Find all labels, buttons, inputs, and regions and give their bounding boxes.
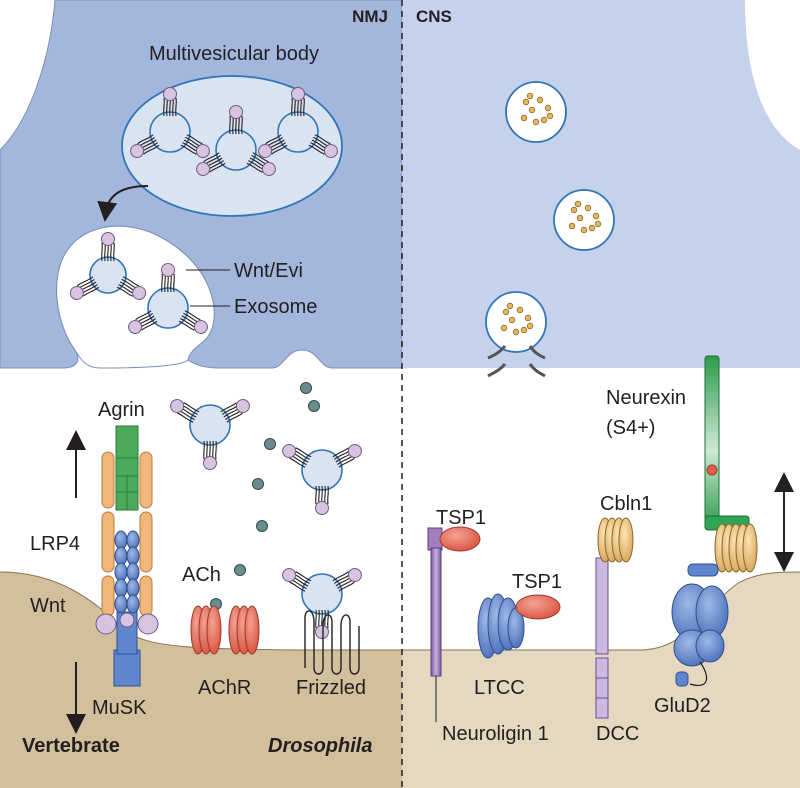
frizzled xyxy=(304,610,360,675)
ach-dot xyxy=(234,564,246,576)
vertebrate-label: Vertebrate xyxy=(22,735,120,757)
musk-ig-domains xyxy=(114,530,140,614)
released-exosome-1 xyxy=(170,399,250,470)
ach-dot xyxy=(252,478,264,490)
tsp1-a xyxy=(439,526,481,552)
cns-vesicle-docked xyxy=(485,291,547,353)
wnt-ball-right xyxy=(137,613,159,635)
secretion-arrow xyxy=(97,185,149,222)
released-exosome-3 xyxy=(282,568,362,639)
tsp1-a-label: TSP1 xyxy=(436,507,486,529)
ach-dot xyxy=(308,400,320,412)
cns-vesicle-2 xyxy=(553,189,615,251)
exosomes xyxy=(69,87,362,639)
ltcc-label: LTCC xyxy=(474,677,525,699)
ach-label: ACh xyxy=(182,564,221,586)
presynaptic-cns-region xyxy=(402,0,800,368)
cbln1-neurexin-bound xyxy=(714,523,758,573)
wnt-ball-left xyxy=(95,613,117,635)
dcc-label: DCC xyxy=(596,723,639,745)
released-exosome-2 xyxy=(282,444,362,515)
neurexin-label: Neurexin xyxy=(606,387,686,409)
pocket-exosome-1 xyxy=(69,232,147,300)
achr-right xyxy=(228,605,260,655)
frizzled-label: Frizzled xyxy=(296,677,366,699)
exosome-label: Exosome xyxy=(234,296,317,318)
glud2-label: GluD2 xyxy=(654,695,711,717)
lrp4-left xyxy=(101,451,115,617)
ach-dot xyxy=(264,438,276,450)
wnt-evi-label: Wnt/Evi xyxy=(234,260,303,282)
ach-dot xyxy=(256,520,268,532)
musk-intracellular xyxy=(113,649,141,687)
cbln1 xyxy=(597,517,634,563)
pocket-exosome-2 xyxy=(128,263,208,334)
drosophila-label: Drosophila xyxy=(268,735,372,757)
musk-label: MuSK xyxy=(92,697,147,719)
cns-vesicle-1 xyxy=(505,81,567,143)
achr xyxy=(190,605,260,655)
lrp4-right xyxy=(139,451,153,617)
cns-heading: CNS xyxy=(416,7,452,26)
wnt-label: Wnt xyxy=(30,595,66,617)
neuroligin-label: Neuroligin 1 xyxy=(442,723,549,745)
achr-left xyxy=(190,605,222,655)
nmj-heading: NMJ xyxy=(352,7,388,26)
neuroligin-1 xyxy=(427,527,443,722)
glud2 xyxy=(671,563,729,687)
tsp1-b-label: TSP1 xyxy=(512,571,562,593)
mvb-exosome-3 xyxy=(258,87,338,158)
neurexin-isoform-label: (S4+) xyxy=(606,417,655,439)
dcc xyxy=(595,557,609,719)
multivesicular-body-label: Multivesicular body xyxy=(149,43,319,65)
neurexin xyxy=(704,355,750,531)
agrin-label: Agrin xyxy=(98,399,145,421)
fusion-pore xyxy=(487,345,546,378)
cbln1-label: Cbln1 xyxy=(600,493,652,515)
mvb-exosome-1 xyxy=(130,87,210,158)
lrp4-label: LRP4 xyxy=(30,533,80,555)
ltcc xyxy=(477,593,525,659)
achr-label: AChR xyxy=(198,677,251,699)
cns-synaptic-vesicles xyxy=(485,81,615,353)
agrin-lrp4-musk-complex xyxy=(95,425,159,687)
tsp1-b xyxy=(515,594,561,620)
mvb-exosome-2 xyxy=(196,105,276,176)
ach-dot xyxy=(300,382,312,394)
